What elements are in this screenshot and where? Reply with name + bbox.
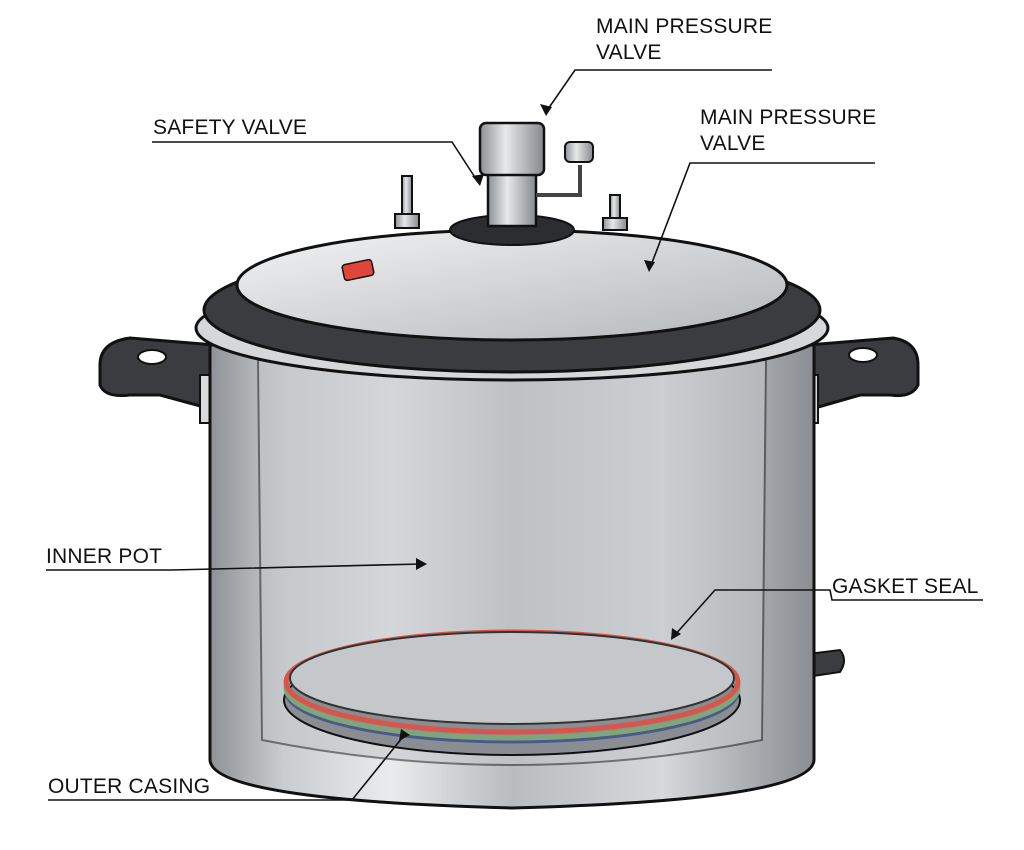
safety-valve	[564, 141, 594, 163]
main-pressure-valve	[486, 168, 538, 228]
right-handle	[795, 336, 920, 424]
label-safety-valve: SAFETY VALVE	[153, 116, 308, 139]
arrowheads	[399, 104, 681, 741]
leader-lines	[46, 69, 983, 801]
left-handle	[98, 336, 223, 424]
label-inner-pot: INNER POT	[46, 545, 163, 568]
label-main-pressure-valve-top: MAIN PRESSURE VALVE	[596, 15, 773, 64]
pressure-indicator	[341, 258, 375, 282]
label-main-pressure-valve-right: MAIN PRESSURE VALVE	[700, 106, 877, 155]
lid	[235, 228, 789, 342]
label-gasket-seal: GASKET SEAL	[832, 575, 979, 598]
label-outer-casing: OUTER CASING	[48, 775, 211, 798]
gasket-seal	[283, 629, 741, 756]
